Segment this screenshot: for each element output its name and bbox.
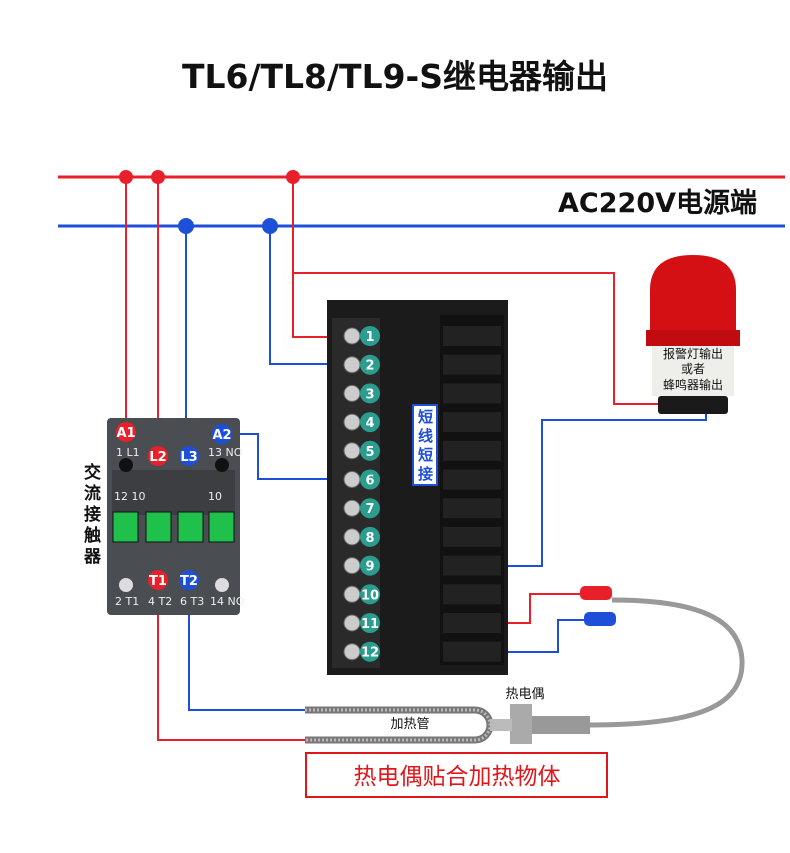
contactor-badges: A1 A2 L2 L3 T1 T2 [116, 422, 232, 590]
contactor-print: 12 10 [114, 490, 146, 503]
alarm-line-1: 报警灯输出 [663, 346, 723, 361]
jumper-label: 短线短接 [416, 409, 434, 485]
contactor-label: 交流接触器 [80, 463, 100, 568]
badge-t1: T1 [149, 574, 167, 589]
jumper-label-box [412, 404, 438, 486]
terminal-slot [443, 526, 501, 547]
terminal-badge [360, 613, 380, 633]
terminal-number: 6 [365, 474, 374, 489]
terminal-screw [343, 499, 361, 517]
terminal-screw [343, 442, 361, 460]
badge-l2: L2 [149, 450, 166, 465]
terminal-number: 9 [365, 560, 374, 575]
terminal-screw [343, 614, 361, 632]
terminal-slot [443, 613, 501, 633]
live-junction-dot [119, 170, 133, 184]
badge-a2: A2 [212, 428, 231, 443]
neutral-junction-dot [178, 218, 194, 234]
badge-l3: L3 [180, 450, 197, 465]
heater-tube [305, 706, 494, 744]
contactor-print: 10 [208, 490, 222, 503]
terminal-number: 7 [365, 502, 374, 517]
terminal-number: 5 [365, 445, 374, 460]
heater-label: 加热管 [390, 717, 429, 732]
terminal-number: 1 [365, 330, 374, 345]
terminal-screw [343, 327, 361, 345]
terminal-number: 11 [361, 617, 379, 632]
terminal-slot [443, 498, 501, 519]
terminal-badge [360, 412, 380, 433]
contactor-print: 13 NO [208, 446, 243, 459]
contactor-print: 6 T3 [180, 595, 204, 608]
terminal-screw [343, 585, 361, 603]
terminal-screw [343, 384, 361, 402]
terminal-badge [360, 440, 380, 461]
terminal-badge [360, 584, 380, 605]
live-junction-dot [286, 170, 300, 184]
terminal-number: 8 [365, 531, 374, 546]
terminal-number: 2 [365, 359, 374, 374]
terminal-slot [443, 584, 501, 605]
terminal-slot [443, 555, 501, 576]
terminal-number: 10 [361, 588, 379, 603]
badge-a1: A1 [116, 426, 135, 441]
alarm-line-3: 蜂鸣器输出 [663, 377, 723, 392]
terminal-slot [443, 354, 501, 375]
note-box [305, 752, 608, 798]
terminal-slot [443, 440, 501, 461]
thermocouple-label: 热电偶 [505, 687, 544, 702]
terminal-screw [343, 557, 361, 575]
live-junction-dot [151, 170, 165, 184]
terminal-screw [343, 413, 361, 431]
contactor-print: 14 NO [210, 595, 245, 608]
terminal-slot [443, 383, 501, 404]
terminal-badge [360, 383, 380, 404]
terminal-badge [360, 555, 380, 576]
terminal-badge [360, 354, 380, 375]
contactor-print: 1 L1 [116, 446, 140, 459]
terminal-badge [360, 326, 380, 346]
diagram-title: TL6/TL8/TL9-S继电器输出 [182, 57, 608, 96]
alarm-light: 报警灯输出 或者 蜂鸣器输出 [646, 255, 740, 414]
neutral-junction-dot [262, 218, 278, 234]
terminal-slot [443, 412, 501, 433]
terminal-screw [343, 643, 361, 661]
terminal-screw [343, 528, 361, 546]
terminal-badge [360, 526, 380, 547]
alarm-line-2: 或者 [681, 362, 705, 376]
terminal-badge [360, 641, 380, 662]
thermocouple [490, 586, 745, 744]
terminal-number: 4 [365, 416, 374, 431]
terminal-badge [360, 469, 380, 490]
terminal-badge [360, 498, 380, 519]
ac-contactor: 1 L1 13 NO 12 10 10 2 T1 4 T2 6 T3 14 NO [107, 418, 245, 615]
terminal-slot [443, 326, 501, 346]
terminal-number: 12 [361, 646, 379, 661]
terminal-screw [343, 471, 361, 488]
terminal-number: 3 [365, 387, 374, 402]
terminal-slot [443, 469, 501, 490]
note-text: 热电偶贴合加热物体 [354, 764, 561, 790]
terminal-slot [443, 641, 501, 662]
terminal-screw [343, 356, 361, 374]
power-label: AC220V电源端 [558, 188, 757, 219]
contactor-print: 4 T2 [148, 595, 172, 608]
contactor-print: 2 T1 [115, 595, 139, 608]
badge-t2: T2 [180, 574, 198, 589]
